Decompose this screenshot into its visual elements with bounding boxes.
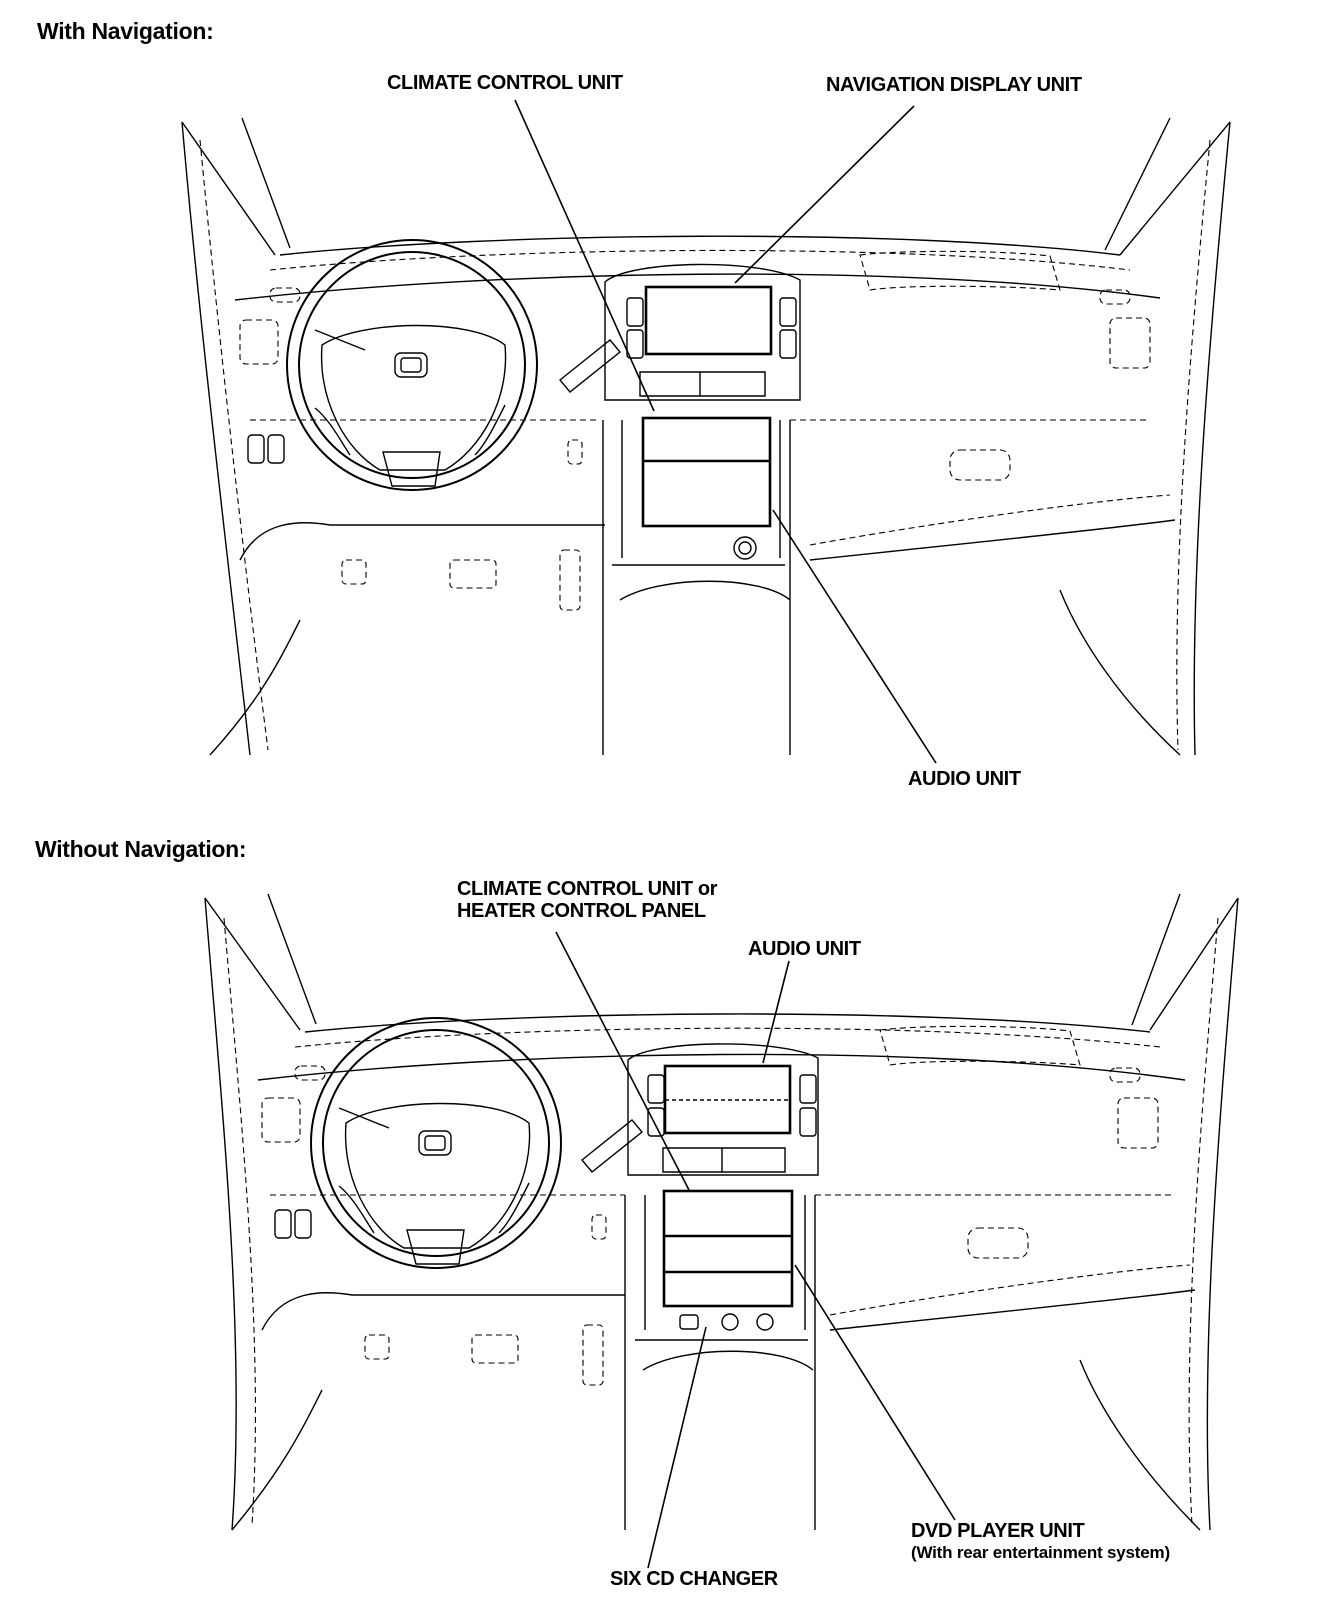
leader-navigation-display-unit: [734, 105, 915, 284]
cabin-outline-2: [204, 893, 1239, 1531]
section-title-without-navigation: Without Navigation:: [35, 836, 247, 862]
section-title-with-navigation: With Navigation:: [37, 18, 214, 44]
label-dvd-player-unit: DVD PLAYER UNIT (With rear entertainment…: [911, 1520, 1170, 1564]
leader-dvd-player-unit: [794, 1264, 956, 1521]
steering-wheel: [286, 239, 538, 491]
label-climate-line1: CLIMATE CONTROL UNIT or: [457, 878, 718, 900]
label-audio-unit: AUDIO UNIT: [908, 768, 1021, 790]
steering-wheel-2: [310, 1017, 562, 1269]
label-climate-line2: HEATER CONTROL PANEL: [457, 900, 706, 922]
center-console: [602, 263, 801, 755]
climate-dvd-unit-stack: [662, 1189, 794, 1308]
label-dvd-line1: DVD PLAYER UNIT: [911, 1520, 1085, 1542]
label-climate-control-unit: CLIMATE CONTROL UNIT: [387, 72, 623, 94]
center-console-2: [624, 1043, 819, 1530]
cabin-outline: [181, 117, 1231, 756]
label-dvd-line2: (With rear entertainment system): [911, 1543, 1170, 1562]
leader-climate-control-or-heater-panel: [555, 931, 690, 1191]
label-six-cd-changer: SIX CD CHANGER: [610, 1568, 778, 1590]
leader-audio-unit-2: [762, 960, 790, 1064]
leader-six-cd-changer: [647, 1326, 707, 1569]
label-audio-unit-2: AUDIO UNIT: [748, 938, 861, 960]
leader-climate-control-unit: [514, 99, 655, 412]
audio-unit-outline: [641, 416, 772, 528]
label-climate-control-or-heater-panel: CLIMATE CONTROL UNIT or HEATER CONTROL P…: [457, 878, 717, 922]
leader-audio-unit: [772, 509, 937, 764]
navigation-display-unit-outline: [644, 285, 773, 356]
label-navigation-display-unit: NAVIGATION DISPLAY UNIT: [826, 74, 1082, 96]
